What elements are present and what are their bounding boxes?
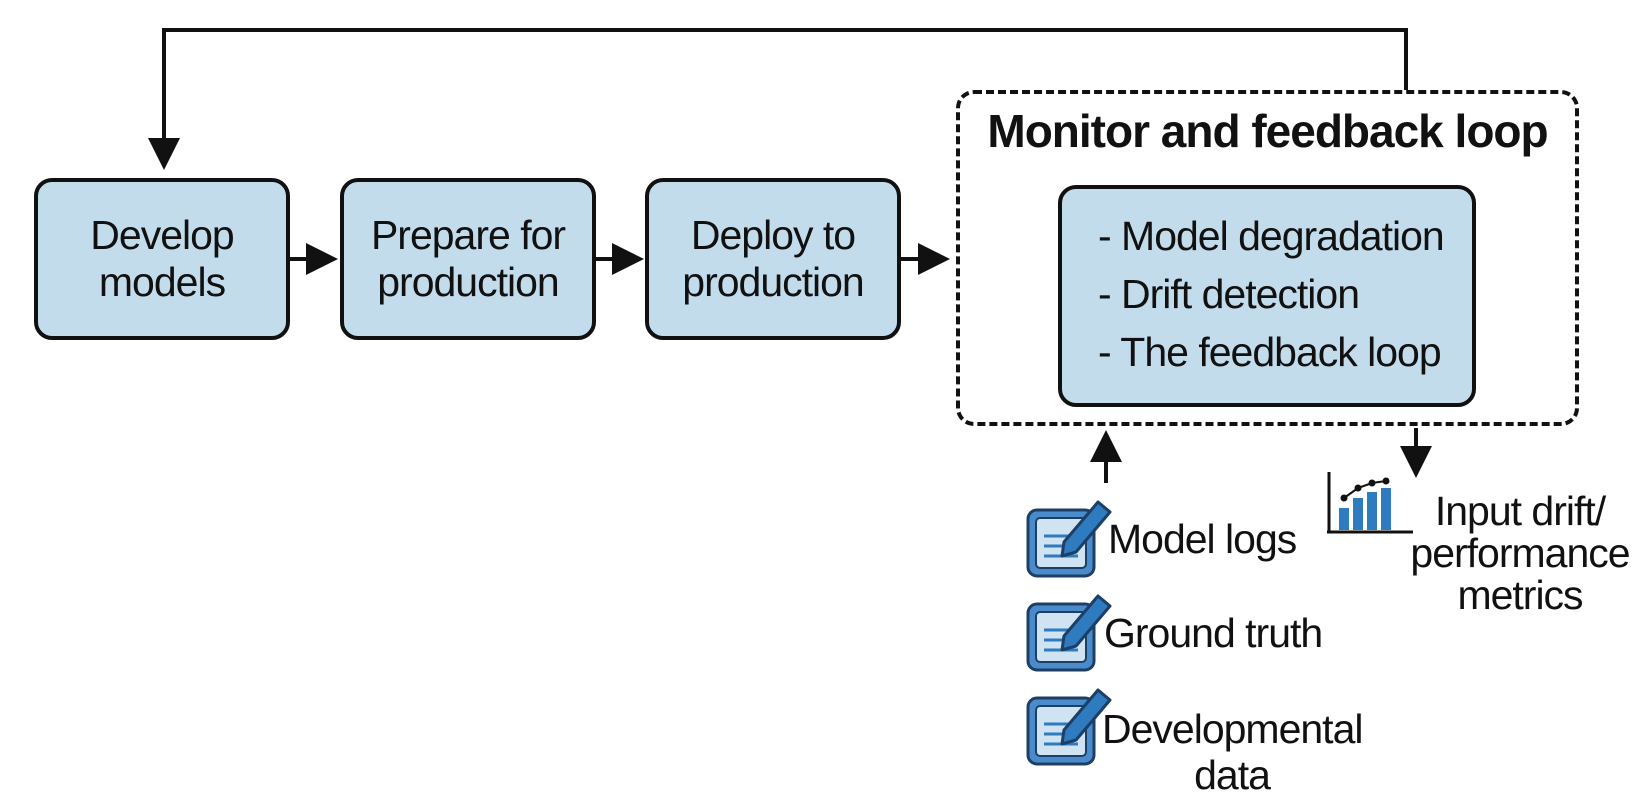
output-line-1: Input drift/ <box>1434 488 1606 534</box>
step-develop-label-1: Develop <box>90 212 234 258</box>
monitor-item-feedback-loop: - The feedback loop <box>1098 329 1442 375</box>
document-edit-icon <box>1026 500 1112 578</box>
document-edit-icon <box>1026 688 1112 766</box>
output-metrics-label: Input drift/ performance metrics <box>1400 490 1636 616</box>
step-prepare-for-production: Prepare for production <box>340 178 596 340</box>
step-prepare-label-1: Prepare for <box>370 212 566 258</box>
monitor-title: Monitor and feedback loop <box>987 105 1548 157</box>
step-develop-models: Develop models <box>34 178 290 340</box>
output-line-2: performance <box>1410 530 1630 576</box>
document-edit-icon <box>1026 594 1112 672</box>
step-deploy-to-production: Deploy to production <box>645 178 901 340</box>
bar-chart-icon <box>1327 472 1413 534</box>
feedback-arrow <box>148 28 1408 170</box>
output-line-3: metrics <box>1457 572 1583 618</box>
input-ground-truth: Ground truth <box>1104 610 1323 656</box>
input-model-logs: Model logs <box>1108 516 1297 562</box>
input-developmental-line-1: Developmental <box>1102 706 1364 752</box>
input-developmental-line-2: data <box>1194 752 1271 798</box>
step-develop-label-2: models <box>98 259 226 305</box>
monitor-frame <box>956 90 1579 426</box>
step-deploy-label-2: production <box>682 259 864 305</box>
monitor-topics-box: - Model degradation - Drift detection - … <box>1058 185 1476 407</box>
step-prepare-label-2: production <box>377 259 559 305</box>
monitor-item-drift-detection: - Drift detection <box>1098 271 1360 317</box>
monitor-item-model-degradation: - Model degradation <box>1098 213 1445 259</box>
step-deploy-label-1: Deploy to <box>690 212 856 258</box>
input-developmental-data: Developmental data <box>1102 706 1364 798</box>
